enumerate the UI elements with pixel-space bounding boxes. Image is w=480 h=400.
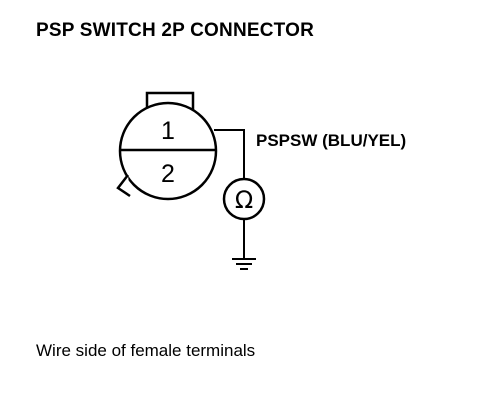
terminal-2-label: 2 [161,160,175,188]
ground-icon [232,258,256,270]
wire-label: PSPSW (BLU/YEL) [256,131,406,150]
connector-key-notch [116,174,131,198]
probe-wire [214,129,245,178]
diagram-title: PSP SWITCH 2P CONNECTOR [36,20,315,41]
view-caption: Wire side of female terminals [36,341,256,360]
ohm-symbol: Ω [235,186,253,214]
terminal-1-label: 1 [161,117,175,145]
